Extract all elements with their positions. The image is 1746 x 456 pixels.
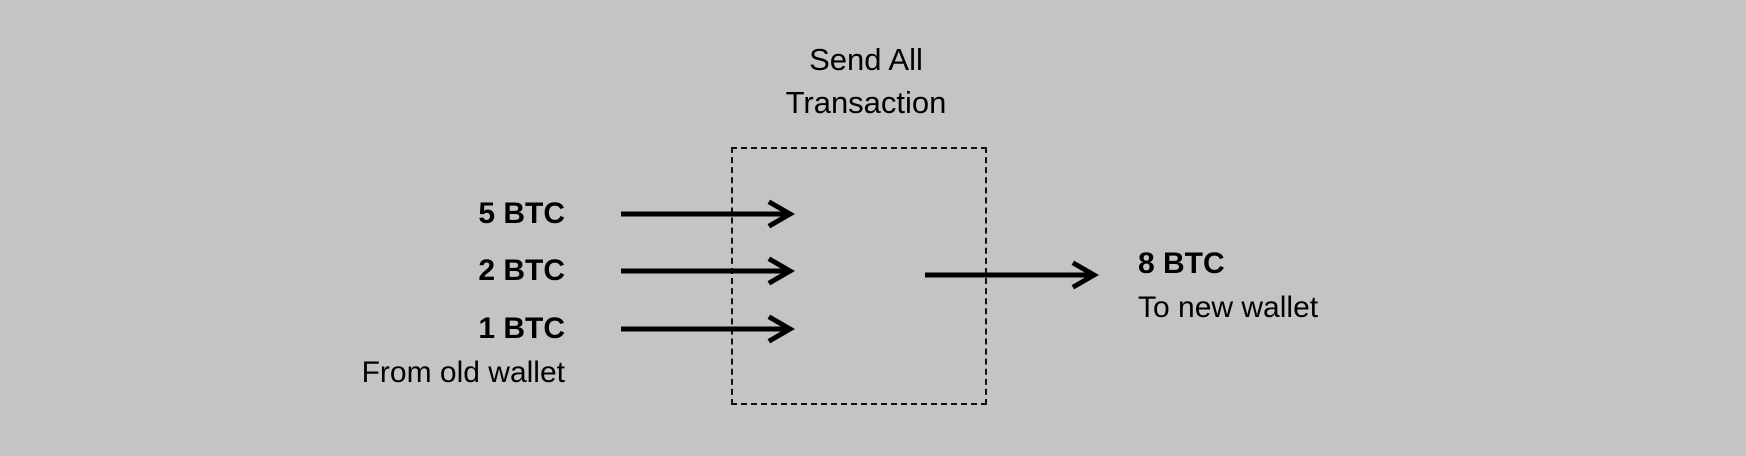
- input-arrow-3: [621, 314, 795, 344]
- diagram-title-line-2: Transaction: [785, 85, 947, 120]
- input-amount-3: 1 BTC: [478, 312, 565, 345]
- output-arrow-1: [925, 260, 1099, 290]
- input-amount-1: 5 BTC: [478, 197, 565, 230]
- input-arrow-2: [621, 256, 795, 286]
- input-amount-2: 2 BTC: [478, 254, 565, 287]
- diagram-title: Send All Transaction: [666, 38, 1066, 124]
- inputs-caption: From old wallet: [361, 356, 565, 389]
- input-arrow-1: [621, 199, 795, 229]
- output-amount-1: 8 BTC: [1138, 247, 1225, 280]
- diagram-title-line-1: Send All: [809, 42, 923, 77]
- outputs-caption: To new wallet: [1138, 291, 1319, 324]
